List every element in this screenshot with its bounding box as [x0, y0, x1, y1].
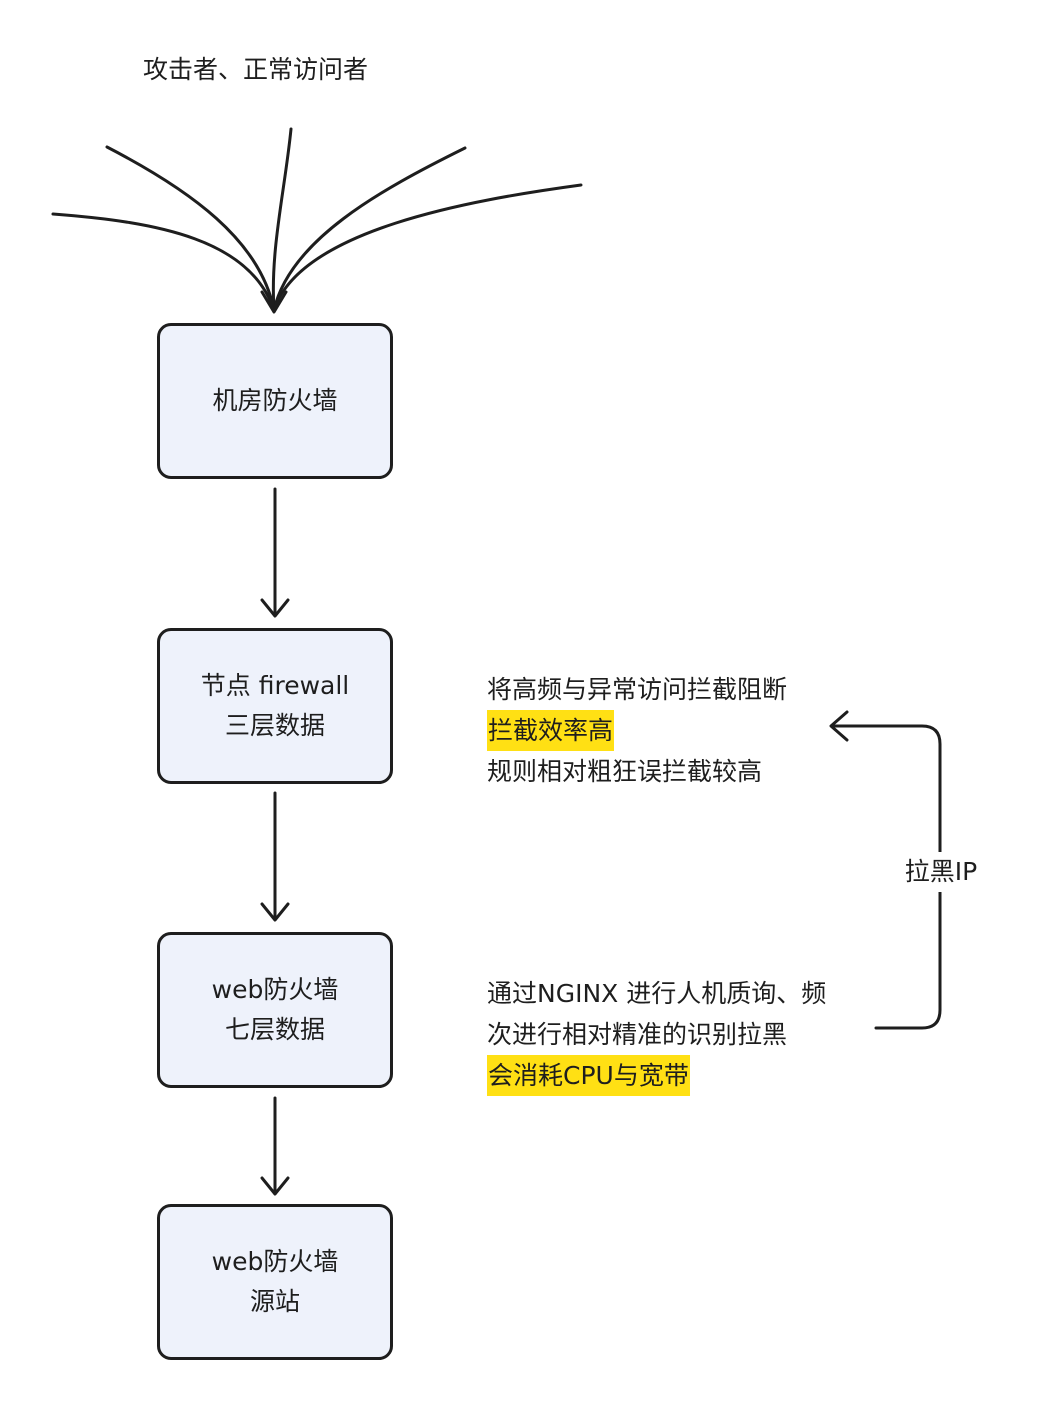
incoming-curve-4: [272, 146, 467, 312]
connector-3-4-arrowhead: [260, 1176, 290, 1196]
incoming-curve-5: [272, 183, 583, 312]
node-web-firewall: web防火墙 七层数据: [157, 932, 393, 1088]
incoming-arrowhead: [260, 290, 288, 314]
node-datacenter-firewall-label: 机房防火墙: [212, 386, 338, 415]
note-firewall: 将高频与异常访问拦截阻断 拦截效率高 规则相对粗狂误拦截较高: [487, 669, 787, 792]
node-web-firewall-layer: 七层数据: [224, 1015, 325, 1044]
incoming-curve-1: [51, 212, 276, 312]
note-web-line2: 次进行相对精准的识别拉黑: [487, 1020, 788, 1049]
note-web-line1: 通过NGINX 进行人机质询、频: [487, 979, 827, 1008]
node-edge-firewall-title: 节点 firewall: [200, 671, 350, 700]
incoming-curve-2: [105, 145, 276, 312]
source-label: 攻击者、正常访问者: [143, 55, 369, 84]
node-web-firewall-title: web防火墙: [211, 975, 339, 1004]
note-web: 通过NGINX 进行人机质询、频 次进行相对精准的识别拉黑 会消耗CPU与宽带: [487, 973, 826, 1096]
incoming-curve-3: [271, 127, 293, 312]
node-origin: web防火墙 源站: [157, 1204, 393, 1360]
feedback-label: 拉黑IP: [893, 852, 989, 892]
connector-2-3-arrowhead: [260, 902, 290, 922]
note-web-highlight: 会消耗CPU与宽带: [487, 1055, 690, 1096]
node-datacenter-firewall: 机房防火墙: [157, 323, 393, 479]
note-firewall-line1: 将高频与异常访问拦截阻断: [487, 675, 788, 704]
feedback-arrowhead: [829, 710, 849, 742]
connector-1-2-arrowhead: [260, 598, 290, 618]
node-origin-label: 源站: [249, 1287, 300, 1316]
node-origin-title: web防火墙: [211, 1247, 339, 1276]
node-edge-firewall-layer: 三层数据: [224, 711, 325, 740]
note-firewall-highlight: 拦截效率高: [487, 710, 615, 751]
note-firewall-line3: 规则相对粗狂误拦截较高: [487, 757, 763, 786]
node-edge-firewall: 节点 firewall 三层数据: [157, 628, 393, 784]
